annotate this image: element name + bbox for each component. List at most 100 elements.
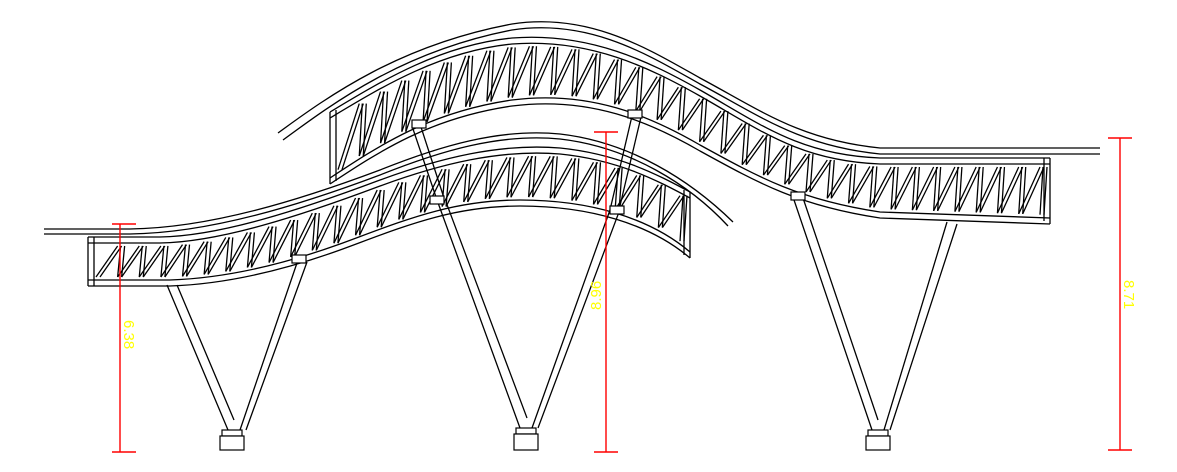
truss-web-member bbox=[933, 166, 956, 212]
truss-web-member bbox=[486, 47, 509, 102]
truss-web-member bbox=[441, 163, 465, 207]
truss-web-member bbox=[246, 226, 270, 268]
truss-web-member bbox=[553, 156, 558, 199]
truss-web-member bbox=[592, 162, 598, 205]
lower-canopy-truss bbox=[44, 132, 734, 287]
truss-web-member bbox=[527, 156, 533, 198]
truss-web-member bbox=[484, 160, 489, 199]
truss-web-member bbox=[1000, 166, 1024, 214]
truss-web-member bbox=[596, 53, 601, 100]
truss-web-member bbox=[511, 47, 516, 98]
truss-web-member bbox=[954, 166, 977, 212]
truss-web-member bbox=[250, 232, 256, 268]
truss-web-member bbox=[890, 166, 895, 210]
truss-web-member bbox=[996, 166, 1020, 214]
truss-web-member bbox=[614, 175, 638, 211]
truss-web-member bbox=[337, 103, 360, 170]
truss-web-member bbox=[185, 241, 209, 277]
truss-web-member bbox=[826, 163, 850, 199]
truss-web-member bbox=[681, 98, 705, 131]
truss-web-member bbox=[507, 47, 512, 98]
truss-web-member bbox=[383, 91, 389, 144]
truss-web-member bbox=[490, 47, 513, 102]
truss-web-member bbox=[890, 166, 913, 210]
truss-web-member bbox=[164, 244, 188, 278]
truss-web-member bbox=[788, 153, 811, 185]
truss-web-member bbox=[138, 245, 143, 278]
truss-web-member bbox=[549, 156, 554, 199]
truss-web-member bbox=[677, 98, 701, 131]
truss-web-member bbox=[656, 86, 679, 121]
truss-web-member bbox=[809, 159, 832, 193]
truss-web-member bbox=[268, 226, 273, 263]
truss-web-member bbox=[550, 49, 573, 96]
column-middle bbox=[411, 109, 643, 451]
truss-web-member bbox=[640, 184, 663, 218]
truss-web-member bbox=[618, 175, 642, 211]
truss-web-member bbox=[741, 134, 764, 166]
dimension-right: 8.71 bbox=[1108, 137, 1137, 451]
truss-web-member bbox=[805, 159, 828, 193]
truss-web-member bbox=[745, 134, 768, 166]
truss-web-member bbox=[362, 103, 367, 157]
truss-web-member bbox=[571, 158, 576, 201]
truss-web-member bbox=[592, 53, 597, 100]
truss-web-member bbox=[95, 245, 119, 278]
truss-web-member bbox=[379, 91, 385, 144]
truss-web-member bbox=[958, 166, 981, 212]
truss-web-member bbox=[575, 158, 580, 201]
truss-web-member bbox=[911, 166, 935, 211]
truss-web-member bbox=[311, 205, 335, 251]
truss-web-member bbox=[181, 241, 205, 277]
truss-web-member bbox=[975, 166, 999, 213]
truss-web-member bbox=[358, 103, 363, 157]
truss-web-member bbox=[553, 158, 577, 199]
truss-web-member bbox=[468, 55, 474, 107]
truss-web-member bbox=[207, 237, 231, 275]
truss-web-member bbox=[467, 159, 490, 203]
truss-web-member bbox=[419, 168, 443, 213]
truss-web-member bbox=[142, 245, 166, 278]
truss-web-member bbox=[117, 245, 140, 278]
truss-web-member bbox=[636, 184, 659, 218]
truss-web-member bbox=[679, 195, 684, 242]
truss-web-member bbox=[246, 232, 252, 268]
truss-web-member bbox=[958, 166, 963, 212]
truss-web-member bbox=[443, 55, 467, 114]
truss-web-member bbox=[510, 157, 515, 198]
truss-web-member bbox=[225, 232, 248, 272]
truss-web-member bbox=[229, 237, 234, 272]
column-left bbox=[166, 254, 308, 451]
truss-web-member bbox=[571, 161, 595, 201]
truss-web-member bbox=[467, 164, 472, 203]
truss-web-member bbox=[160, 244, 184, 278]
truss-web-member bbox=[1018, 166, 1041, 215]
column-right bbox=[790, 191, 958, 451]
truss-web-member bbox=[333, 197, 357, 244]
truss-web-member bbox=[936, 166, 942, 211]
truss-web-member bbox=[826, 160, 831, 199]
truss-web-member bbox=[185, 244, 191, 277]
truss-web-member bbox=[915, 166, 921, 211]
truss-web-member bbox=[376, 182, 400, 228]
truss-web-member bbox=[554, 46, 559, 95]
truss-web-member bbox=[315, 205, 339, 251]
truss-web-member bbox=[741, 123, 746, 165]
truss-web-member bbox=[506, 157, 511, 198]
truss-web-member bbox=[1022, 166, 1027, 214]
truss-web-member bbox=[847, 164, 853, 204]
truss-web-member bbox=[423, 168, 447, 213]
truss-web-member bbox=[507, 45, 531, 98]
truss-web-member bbox=[571, 53, 594, 97]
truss-web-member bbox=[138, 245, 162, 278]
truss-web-member bbox=[592, 59, 616, 100]
truss-web-member bbox=[445, 163, 469, 207]
truss-web-member bbox=[294, 220, 299, 257]
truss-web-member bbox=[784, 153, 807, 185]
truss-web-member bbox=[164, 245, 169, 278]
truss-web-member bbox=[660, 86, 683, 121]
truss-web-member bbox=[575, 53, 598, 97]
truss-web-member bbox=[398, 182, 403, 220]
truss-web-member bbox=[490, 50, 495, 102]
